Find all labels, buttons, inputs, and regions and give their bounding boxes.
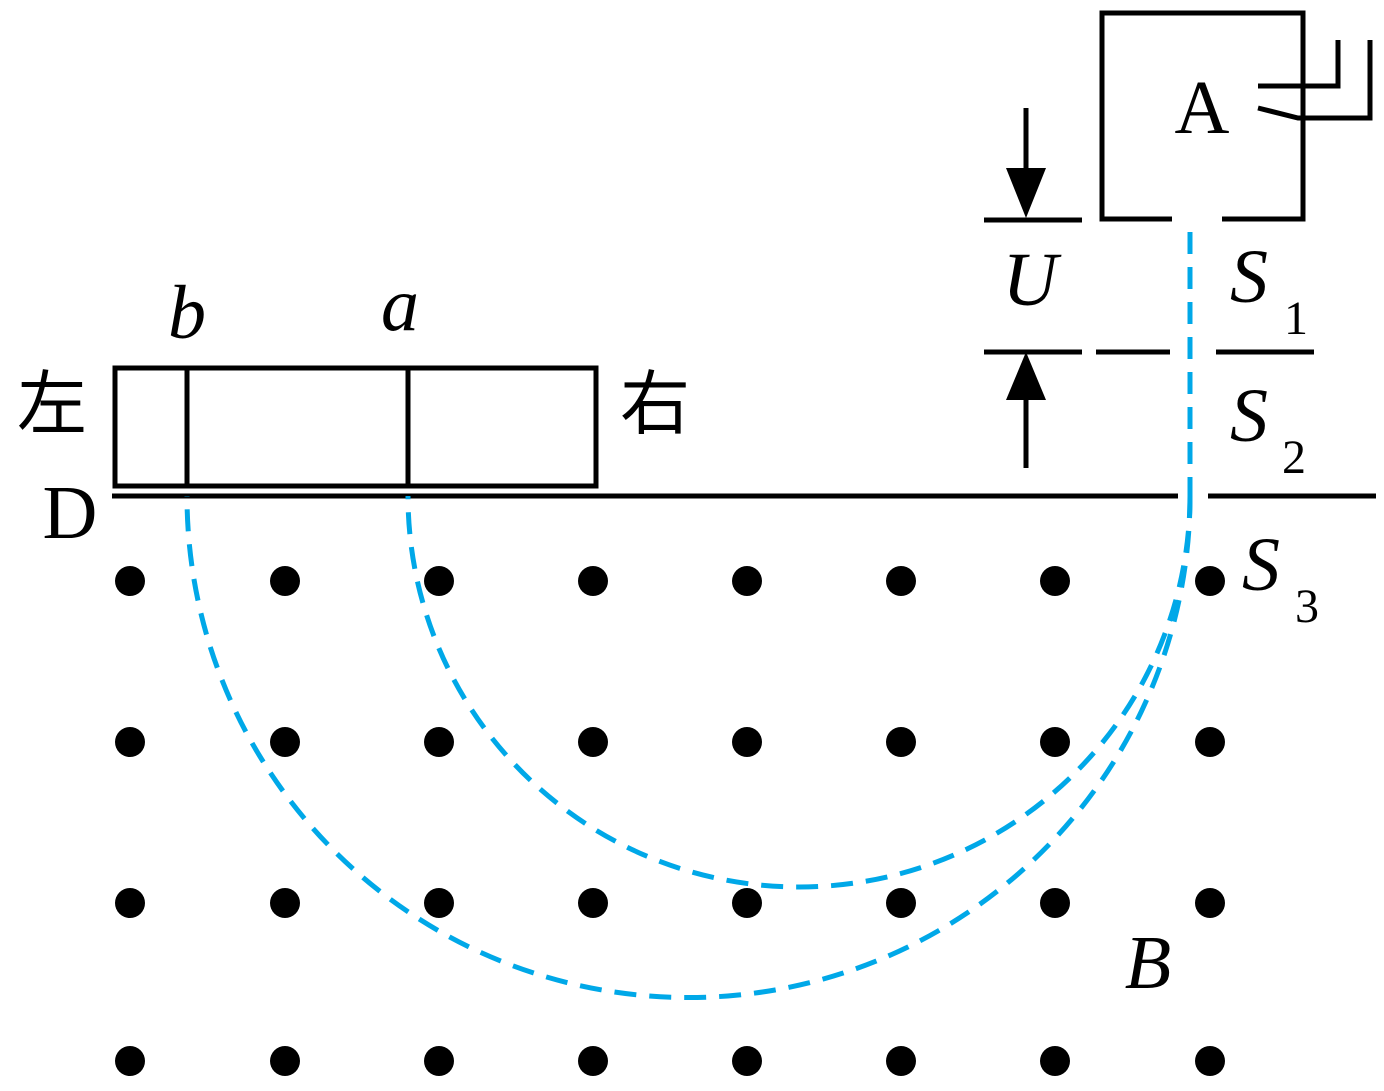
- field-dot: [732, 888, 762, 918]
- detector-box: [112, 365, 599, 489]
- voltage-arrow-top-head: [1006, 168, 1046, 218]
- field-dot: [732, 727, 762, 757]
- field-dot: [1195, 566, 1225, 596]
- field-dot: [424, 1046, 454, 1076]
- field-dot: [732, 566, 762, 596]
- slit1-label: S: [1230, 235, 1268, 319]
- source-label: A: [1175, 66, 1230, 150]
- field-dot: [270, 1046, 300, 1076]
- plate-label: D: [43, 471, 98, 555]
- field-dot: [578, 727, 608, 757]
- field-dot: [270, 888, 300, 918]
- field-dot: [732, 1046, 762, 1076]
- field-dot: [424, 566, 454, 596]
- source-box: [1099, 10, 1306, 222]
- field-dot: [115, 566, 145, 596]
- slit3-label: S: [1242, 523, 1280, 607]
- left-label: 左: [17, 363, 87, 445]
- field-dot: [115, 727, 145, 757]
- field-dot: [115, 1046, 145, 1076]
- field-dot: [424, 727, 454, 757]
- right-label: 右: [620, 363, 690, 445]
- field-dot: [270, 566, 300, 596]
- point-b-label: b: [168, 271, 206, 355]
- field-dot: [886, 566, 916, 596]
- field-dot: [1040, 1046, 1070, 1076]
- magnetic-field-dots: [115, 566, 1225, 1076]
- inlet-pipe-inner: [1258, 40, 1341, 89]
- field-dot: [1040, 888, 1070, 918]
- slit3-subscript: 3: [1295, 580, 1319, 633]
- field-dot: [578, 888, 608, 918]
- field-dot: [578, 1046, 608, 1076]
- field-dot: [886, 727, 916, 757]
- field-dot: [1195, 727, 1225, 757]
- field-dot: [1195, 1046, 1225, 1076]
- voltage-label: U: [1003, 238, 1062, 322]
- trajectory-to-b: [184, 495, 1193, 1000]
- point-a-label: a: [381, 263, 419, 347]
- field-dot: [115, 888, 145, 918]
- field-dot: [1040, 727, 1070, 757]
- field-dot: [886, 1046, 916, 1076]
- field-dot: [270, 727, 300, 757]
- trajectory-to-a: [405, 495, 1193, 890]
- field-dot: [424, 888, 454, 918]
- voltage-arrow-bottom-head: [1006, 352, 1046, 400]
- inlet-pipe-outer: [1257, 40, 1373, 121]
- field-dot: [886, 888, 916, 918]
- slit1-subscript: 1: [1284, 292, 1308, 345]
- field-label: B: [1125, 921, 1171, 1005]
- field-dot: [578, 566, 608, 596]
- field-dot: [1195, 888, 1225, 918]
- field-dot: [1040, 566, 1070, 596]
- slit2-subscript: 2: [1282, 431, 1306, 484]
- slit2-label: S: [1230, 374, 1268, 458]
